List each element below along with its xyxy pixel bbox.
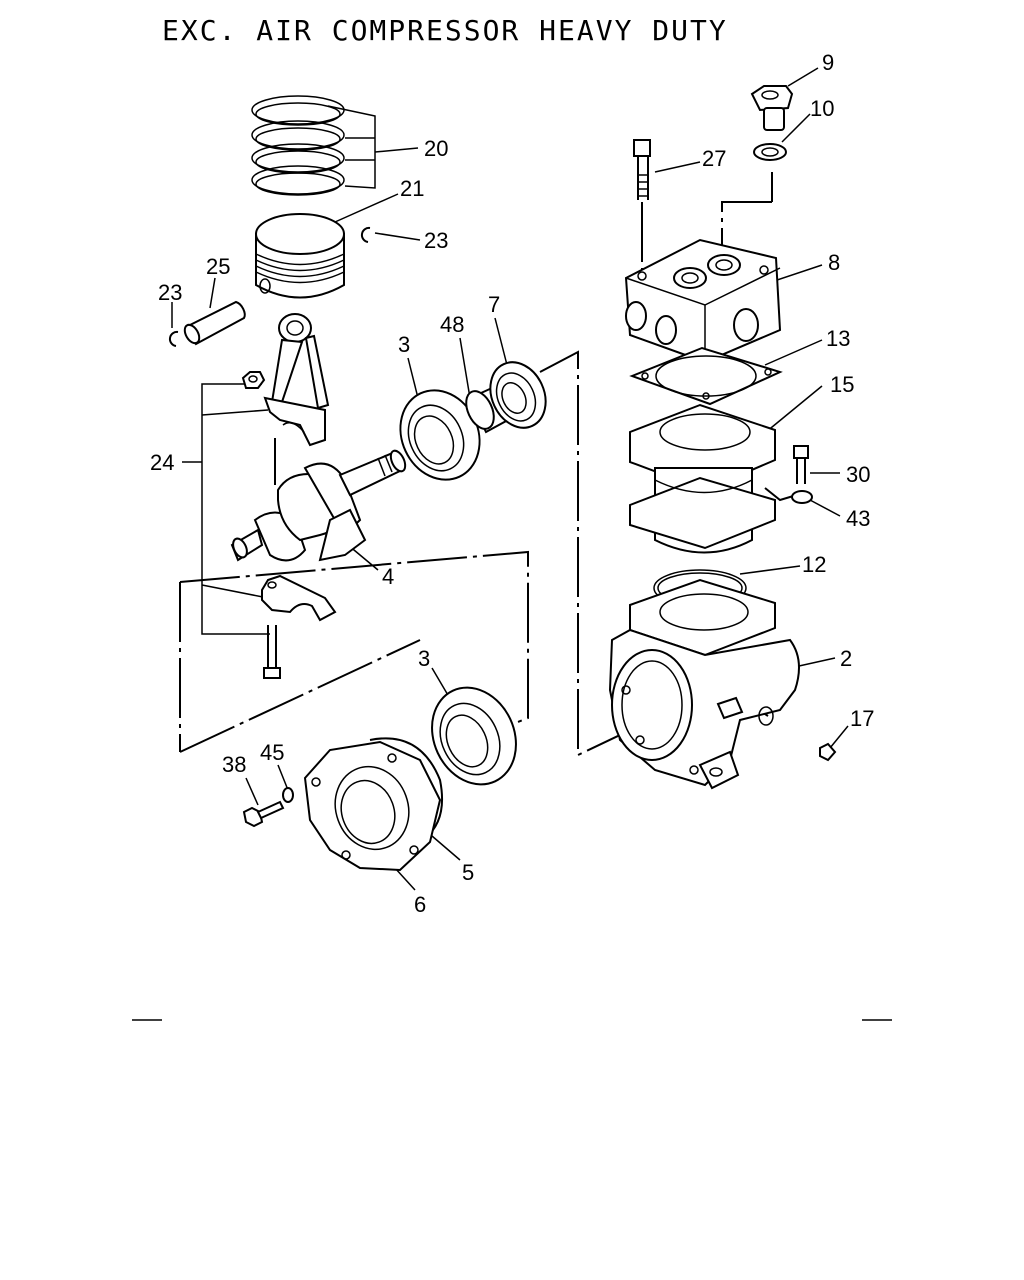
part-8-cylinder-head	[624, 238, 782, 364]
callout-c3b: 3	[418, 646, 430, 671]
callout-c25: 25	[206, 254, 230, 279]
callout-c5: 5	[462, 860, 474, 885]
part-38-bolt	[242, 800, 285, 828]
diagram-title: EXC. AIR COMPRESSOR HEAVY DUTY	[162, 14, 728, 47]
callout-c30: 30	[846, 462, 870, 487]
callout-c43: 43	[846, 506, 870, 531]
callout-c10: 10	[810, 96, 834, 121]
connecting-rod-cap	[261, 574, 337, 622]
part-4-crankshaft	[230, 449, 407, 562]
callout-c7: 7	[488, 292, 500, 317]
part-3-ball-bearing-lower	[431, 686, 517, 786]
part-5-o-ring	[369, 737, 444, 839]
part-2-crankcase	[608, 578, 800, 790]
callout-c6: 6	[414, 892, 426, 917]
part-24-rod-bolt	[263, 625, 281, 679]
part-48-spacer	[465, 386, 510, 434]
callout-c15: 15	[830, 372, 854, 397]
callout-c4: 4	[382, 564, 394, 589]
callout-c38: 38	[222, 752, 246, 777]
part-23-clip-right	[360, 226, 371, 243]
callout-c48: 48	[440, 312, 464, 337]
callout-c21: 21	[400, 176, 424, 201]
part-20-piston-rings	[251, 95, 345, 196]
part-45-washer	[282, 787, 294, 803]
part-9-plug	[750, 85, 794, 131]
leader-lines	[171, 67, 849, 891]
part-15-cylinder	[629, 403, 776, 554]
callout-c23b: 23	[158, 280, 182, 305]
part-3-ball-bearing-upper	[399, 389, 481, 481]
part-13-head-gasket	[629, 346, 783, 406]
callout-c12: 12	[802, 552, 826, 577]
part-43-washer	[791, 490, 813, 504]
part-17-screw	[819, 742, 837, 762]
part-21-piston	[255, 213, 345, 299]
callout-c23a: 23	[424, 228, 448, 253]
part-25-piston-pin	[183, 300, 246, 346]
callout-c27: 27	[702, 146, 726, 171]
callout-c3a: 3	[398, 332, 410, 357]
part-10-washer	[753, 143, 787, 161]
callout-c17: 17	[850, 706, 874, 731]
callout-c24: 24	[150, 450, 174, 475]
part-30-bolt	[793, 445, 809, 484]
callout-c45: 45	[260, 740, 284, 765]
part-24-nut	[241, 371, 266, 389]
connecting-rod	[263, 313, 330, 447]
callout-c13: 13	[826, 326, 850, 351]
callout-c9: 9	[822, 50, 834, 75]
part-27-bolt	[633, 139, 651, 200]
callout-c8: 8	[828, 250, 840, 275]
part-6-end-cover	[303, 740, 442, 872]
callout-c2: 2	[840, 646, 852, 671]
callout-c20: 20	[424, 136, 448, 161]
part-7-oil-seal	[489, 361, 547, 429]
part-23-clip-left	[168, 330, 179, 347]
